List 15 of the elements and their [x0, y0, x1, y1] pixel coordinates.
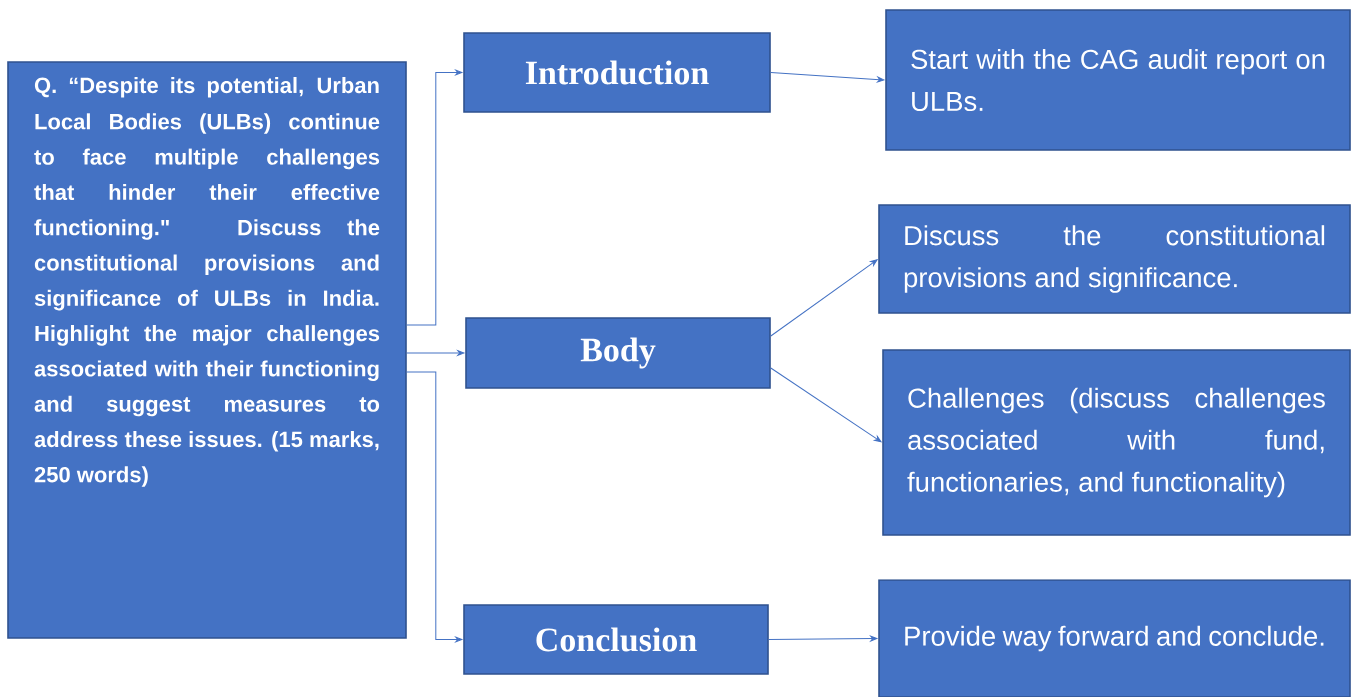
section-box: Introduction [463, 32, 771, 113]
arrow [406, 350, 465, 356]
section-box: Body [465, 317, 771, 389]
guidance-box: Provide way forward and conclude. [878, 579, 1351, 697]
arrow [768, 635, 878, 642]
arrow [770, 367, 882, 443]
question-box: Q. “Despite its potential, Urban Local Bodies (ULBs) continue to face multiple challenges that hinder their effective functioning." Discuss the constitutional provisions and significance of ULBs in India. Highlight the major challenges associated with their functioning and suggest measures to address these issues. (15 marks, 250 words) [7, 61, 407, 639]
arrow [406, 69, 463, 326]
section-box: Conclusion [463, 604, 769, 675]
guidance-box: Challenges (discuss challenges associated with fund, functionaries, and functionality) [882, 349, 1351, 536]
guidance-box: Discuss the constitutional provisions and significance. [878, 204, 1351, 314]
guidance-box: Start with the CAG audit report on ULBs. [885, 9, 1351, 151]
arrow [406, 371, 463, 643]
arrow [770, 259, 878, 337]
arrow [770, 72, 885, 83]
